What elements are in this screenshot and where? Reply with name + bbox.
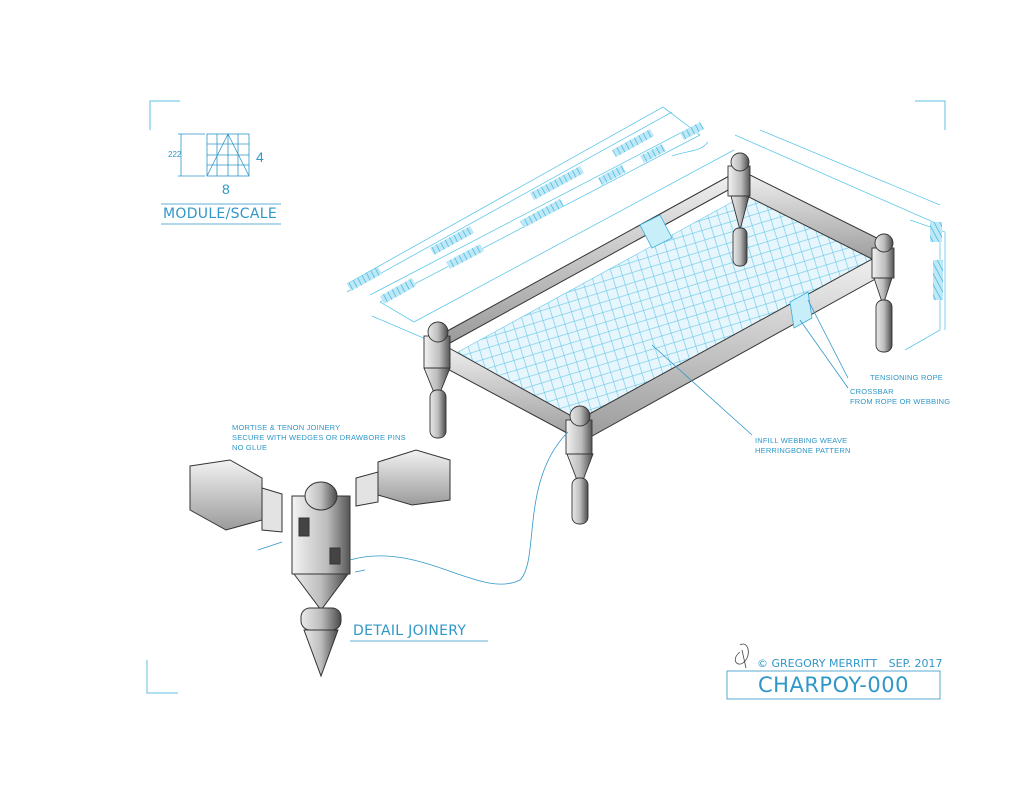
leader-lines bbox=[257, 299, 849, 585]
infill-note: INFILL WEBBING WEAVE HERRINGBONE PATTERN bbox=[755, 436, 851, 456]
joinery-note-line: NO GLUE bbox=[232, 443, 268, 452]
detail-joinery-label: DETAIL JOINERY bbox=[353, 623, 467, 639]
copyright-date: SEP. 2017 bbox=[888, 657, 943, 670]
copyright-name: © GREGORY MERRITT bbox=[757, 657, 878, 670]
joinery-note-line: SECURE WITH WEDGES OR DRAWBORE PINS bbox=[232, 433, 406, 442]
drawing-id: CHARPOY-000 bbox=[758, 673, 909, 697]
crossbar-note-line: CROSSBAR bbox=[850, 387, 894, 396]
crossbar-note: CROSSBAR FROM ROPE OR WEBBING bbox=[850, 387, 950, 407]
copyright-text: © GREGORY MERRITT SEP. 2017 bbox=[757, 657, 943, 670]
module-bottom-value: 8 bbox=[222, 181, 230, 197]
crossbar-bands bbox=[639, 214, 813, 329]
bed-legs bbox=[423, 152, 895, 525]
module-scale-label: MODULE/SCALE bbox=[163, 206, 277, 222]
infill-note-line: HERRINGBONE PATTERN bbox=[755, 446, 851, 455]
detail-joinery-drawing bbox=[189, 449, 451, 678]
crossbar-note-line: FROM ROPE OR WEBBING bbox=[850, 397, 951, 406]
joinery-note: MORTISE & TENON JOINERY SECURE WITH WEDG… bbox=[232, 423, 406, 453]
module-dimension: 222 bbox=[168, 150, 182, 159]
infill-note-line: INFILL WEBBING WEAVE bbox=[755, 436, 848, 445]
frame-corner-marks bbox=[146, 100, 946, 694]
title-block-frame bbox=[726, 670, 941, 700]
module-scale-symbol bbox=[161, 133, 281, 225]
module-right-value: 4 bbox=[256, 149, 264, 165]
projection-hatch-strips bbox=[347, 122, 943, 304]
frame-rails bbox=[439, 169, 889, 441]
signature-logo bbox=[734, 643, 749, 669]
tensioning-rope-note: TENSIONING ROPE bbox=[870, 373, 944, 382]
joinery-note-line: MORTISE & TENON JOINERY bbox=[232, 423, 341, 432]
